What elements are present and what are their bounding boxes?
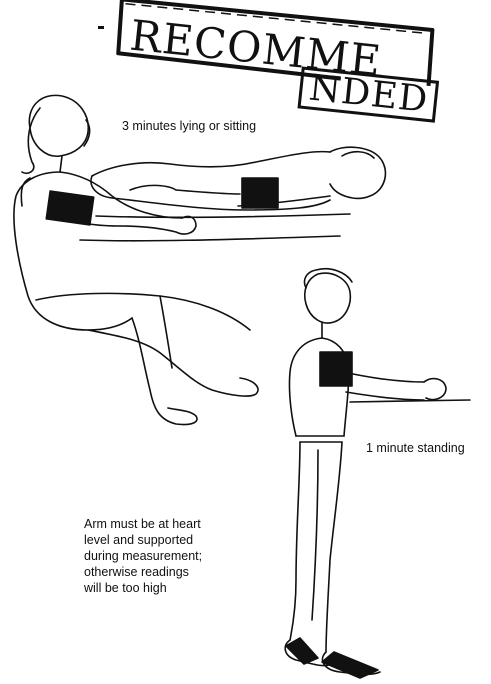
note-line: otherwise readings: [84, 565, 254, 581]
note-line: during measurement;: [84, 549, 254, 565]
note-line: Arm must be at heart: [84, 517, 254, 533]
caption-lying-or-sitting: 3 minutes lying or sitting: [122, 118, 256, 134]
note-line: level and supported: [84, 533, 254, 549]
seated-woman-figure: [14, 95, 258, 424]
caption-standing: 1 minute standing: [366, 440, 465, 456]
caption-arm-note: Arm must be at heart level and supported…: [84, 517, 254, 596]
note-line: will be too high: [84, 581, 254, 597]
standing-man-figure: [285, 269, 470, 678]
